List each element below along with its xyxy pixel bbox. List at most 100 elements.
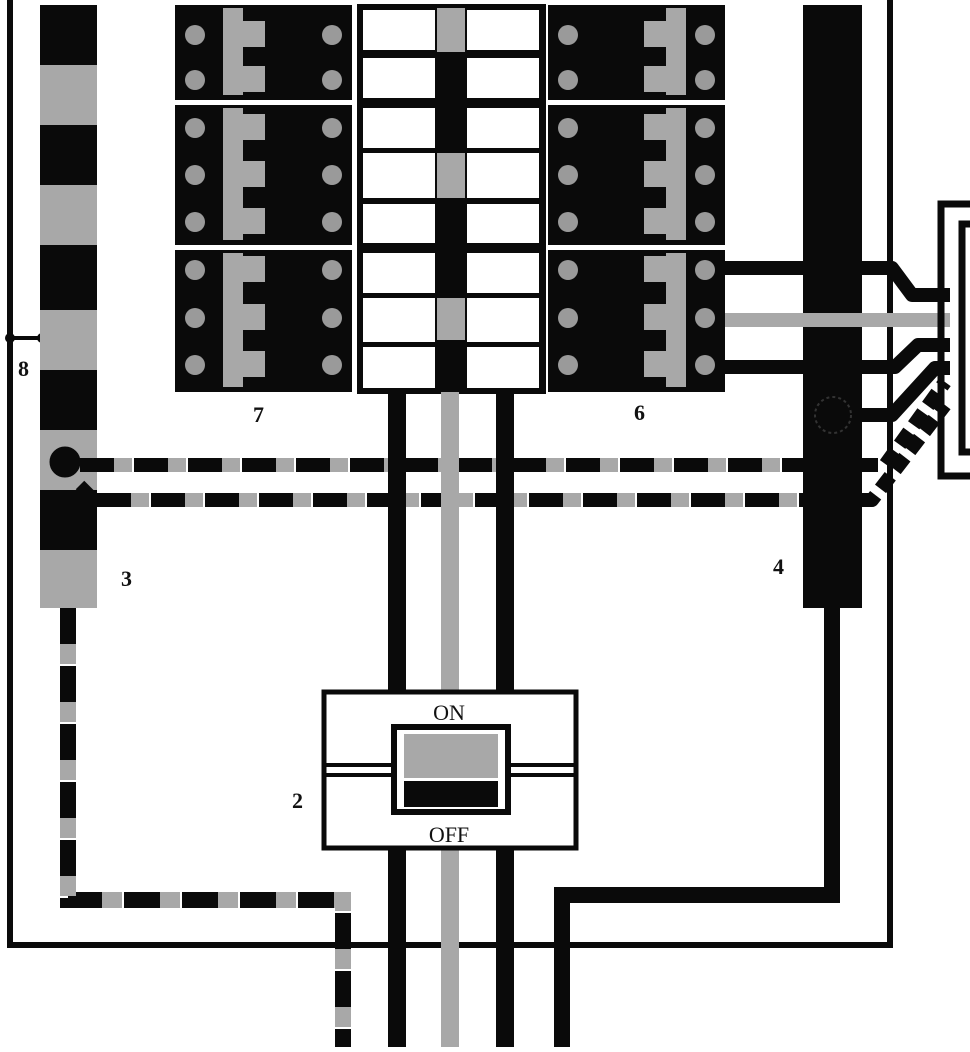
busbar-tab	[644, 351, 666, 377]
switch-handle-on[interactable]	[404, 734, 498, 778]
center-cell	[467, 253, 539, 293]
switch-handle-off[interactable]	[404, 781, 498, 807]
center-cell	[363, 153, 435, 198]
terminal-screw-icon	[322, 212, 342, 232]
terminal-screw-icon	[185, 308, 205, 328]
center-cell	[363, 204, 435, 243]
neutral-bar-segment	[40, 5, 97, 65]
terminal-screw-icon	[695, 70, 715, 90]
center-cell	[363, 58, 435, 98]
terminal-screw-icon	[322, 25, 342, 45]
terminal-screw-icon	[695, 308, 715, 328]
busbar-tab	[243, 21, 265, 47]
center-indicator	[437, 153, 465, 198]
busbar-comb	[223, 8, 243, 95]
busbar-tab	[243, 256, 265, 282]
neutral-bar-segment	[40, 550, 97, 608]
terminal-screw-icon	[185, 355, 205, 375]
busbar-tab	[243, 161, 265, 187]
terminal-screw-icon	[558, 355, 578, 375]
breaker-blocks	[175, 4, 725, 394]
center-cell	[467, 108, 539, 148]
terminal-screw-icon	[185, 165, 205, 185]
terminal-screw-icon	[558, 118, 578, 138]
neutral-return-wire	[60, 608, 351, 1047]
busbar-comb	[223, 108, 243, 240]
busbar-comb	[666, 8, 686, 95]
terminal-screw-icon	[322, 308, 342, 328]
terminal-screw-icon	[558, 70, 578, 90]
busbar-comb	[666, 253, 686, 387]
terminal-screw-icon	[322, 355, 342, 375]
terminal-screw-icon	[185, 118, 205, 138]
label-right-breakers: 6	[634, 400, 645, 425]
terminal-screw-icon	[695, 165, 715, 185]
center-cell	[363, 298, 435, 342]
busbar-tab	[644, 66, 666, 92]
label-neutral-bar: 3	[121, 566, 132, 591]
terminal-screw-icon	[695, 260, 715, 280]
center-indicator	[437, 298, 465, 340]
terminal-screw-icon	[695, 25, 715, 45]
center-cell	[363, 108, 435, 148]
neutral-bar-segment	[40, 185, 97, 245]
neutral-bar-segment	[40, 65, 97, 125]
busbar-tab	[644, 114, 666, 140]
busbar-tab	[644, 256, 666, 282]
busbar-comb	[666, 108, 686, 240]
terminal-screw-icon	[695, 212, 715, 232]
busbar-tab	[243, 66, 265, 92]
center-cell	[363, 253, 435, 293]
busbar-tab	[243, 304, 265, 330]
terminal-screw-icon	[558, 308, 578, 328]
neutral-bar-segment	[40, 370, 97, 430]
label-main-switch: 2	[292, 788, 303, 813]
terminal-screw-icon	[558, 260, 578, 280]
terminal-screw-icon	[322, 70, 342, 90]
terminal-screw-icon	[185, 70, 205, 90]
busbar-tab	[644, 161, 666, 187]
center-cell	[467, 347, 539, 388]
center-indicator	[437, 8, 465, 52]
terminal-screw-icon	[558, 165, 578, 185]
terminal-screw-icon	[322, 118, 342, 138]
neutral-terminal	[46, 443, 84, 481]
feed-wires	[725, 261, 951, 507]
busbar-comb	[223, 253, 243, 387]
ground-return-wire	[554, 608, 840, 1047]
busbar-tab	[644, 208, 666, 234]
center-cell	[467, 10, 539, 50]
label-ground-terminal: 8	[18, 356, 29, 381]
busbar-tab	[243, 208, 265, 234]
terminal-screw-icon	[558, 212, 578, 232]
center-cell	[467, 204, 539, 243]
center-cell	[467, 58, 539, 98]
neutral-bar-segment	[40, 310, 97, 370]
busbar-tab	[644, 21, 666, 47]
busbar-tab	[243, 114, 265, 140]
terminal-screw-icon	[185, 25, 205, 45]
label-ground-bar: 4	[773, 554, 784, 579]
center-cell	[467, 153, 539, 198]
terminal-screw-icon	[695, 118, 715, 138]
neutral-bar-segment	[40, 125, 97, 185]
terminal-screw-icon	[185, 260, 205, 280]
terminal-screw-icon	[322, 165, 342, 185]
terminal-screw-icon	[322, 260, 342, 280]
label-left-breakers: 7	[253, 402, 264, 427]
terminal-screw-icon	[695, 355, 715, 375]
switch-on-label: ON	[433, 700, 465, 725]
ground-bar	[803, 5, 862, 608]
neutral-bar-segment	[40, 245, 97, 310]
dashed-wires	[75, 458, 870, 507]
busbar-tab	[243, 351, 265, 377]
supply-box	[937, 200, 970, 480]
terminal-screw-icon	[185, 212, 205, 232]
center-cell	[467, 298, 539, 342]
busbar-tab	[644, 304, 666, 330]
main-switch[interactable]: ON OFF	[321, 689, 579, 851]
switch-off-label: OFF	[429, 822, 469, 847]
center-cell	[363, 10, 435, 50]
breaker-module	[548, 5, 725, 100]
